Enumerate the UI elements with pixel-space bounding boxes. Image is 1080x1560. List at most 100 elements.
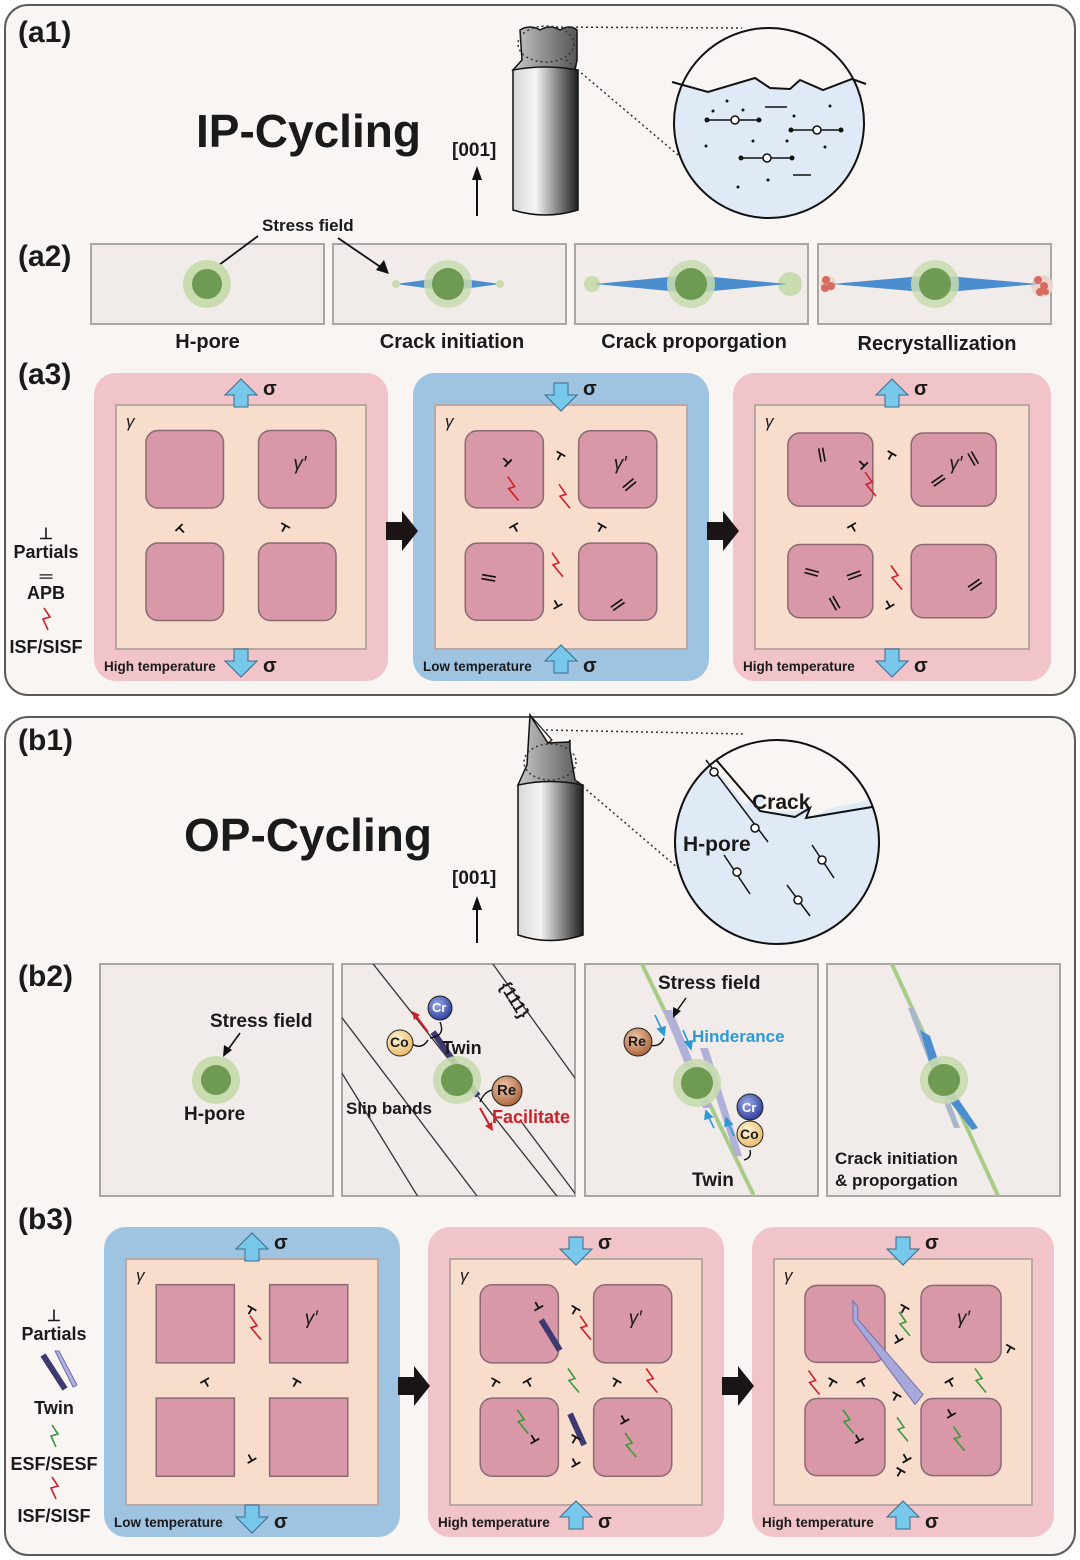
twin-legend-icon [40,1350,78,1391]
esf-icon [898,1311,911,1337]
b2-stress-field-1: Stress field [210,1011,313,1032]
partial-dislocation-icon: ⊥ [39,526,53,543]
apb-icon [817,447,826,463]
legend-isf: ISF/SISF [9,637,83,657]
zoom-circle-b [674,739,880,945]
arrow-down-icon [885,1236,921,1266]
stress-sigma-top: σ [598,1232,612,1254]
element-re-icon [623,1027,653,1057]
esf-icon [974,1367,987,1393]
gamma-prime-precipitate [479,1397,560,1478]
b2-co-label-1: Co [390,1034,409,1050]
stress-sigma-bottom: σ [914,655,928,677]
element-co-icon [736,1120,764,1148]
twin-icon [567,1412,587,1447]
defect-features [481,450,637,612]
partial-dislocation-icon [900,1303,910,1314]
gamma-prime-precipitate [787,543,874,619]
gamma-prime-precipitate [268,1397,349,1478]
partial-dislocation-icon [828,1377,838,1387]
hpore-icon [920,1056,968,1104]
label-a3: (a3) [18,358,72,391]
legend-b: ⊥ Partials Twin ESF/SESF ISF/SISF [8,1309,100,1527]
element-co-icon [386,1029,414,1057]
process-arrow-icon [722,1366,754,1406]
stress-field-arrow-icon [223,1032,241,1057]
isf-icon [41,607,52,631]
hpore-icon [433,1056,481,1104]
legend-partials: Partials [21,1324,87,1344]
apb-icon [846,570,862,581]
partial-dislocation-icon [892,1391,902,1402]
ip-specimen-illustration [472,25,867,219]
hpore-icon [183,260,231,308]
temperature-condition: Low temperature [114,1515,223,1530]
partial-dislocation-icon [846,522,857,532]
stress-sigma-top: σ [274,1232,288,1254]
zoom-label-crack: Crack [752,791,811,814]
element-re-icon [491,1075,523,1107]
gamma-prime-precipitate [804,1284,886,1364]
b2-re-label-1: Re [497,1082,517,1099]
crack-propagation-icon [584,260,802,308]
direction-label-b: [001] [452,868,497,889]
legend-a: ⊥ Partials ═ APB ISF/SISF [6,526,86,658]
arrow-up-icon [558,1500,594,1530]
arrow-down-icon [543,382,579,412]
label-b1: (b1) [18,724,73,757]
gamma-prime-precipitate [257,542,337,622]
element-cr-icon [427,995,453,1021]
b2-facilitate-label: Facilitate [492,1107,571,1127]
gamma-label: γ [445,412,455,431]
gamma-prime-precipitate [479,1283,560,1364]
gamma-prime-precipitate [268,1283,349,1364]
partial-dislocation-icon [612,1377,622,1388]
hpore-icon [192,1056,240,1104]
gamma-prime-precipitate [577,542,658,622]
caption-crack-initiation: Crack initiation [379,331,525,353]
defect-features [174,522,291,534]
temperature-condition: Low temperature [423,659,532,674]
partial-dislocation-icon [571,1458,581,1468]
caption-hpore: H-pore [175,331,240,353]
arrow-up-icon [223,378,259,408]
direction-arrow-a [472,166,482,216]
stress-field-arrow-icon [673,997,687,1018]
isf-icon [558,483,571,509]
isf-icon [49,1476,60,1500]
title-ip-cycling: IP-Cycling [196,105,421,157]
stress-sigma-top: σ [925,1232,939,1254]
partial-dislocation-icon [944,1377,954,1387]
partial-dislocation-icon [571,1304,581,1315]
isf-icon [890,565,903,591]
partial-dislocation-icon [854,1434,865,1445]
partial-dislocation-icon [280,522,291,533]
arrow-down-icon [234,1504,270,1534]
partial-dislocation-icon [556,450,566,461]
partial-dislocation-icon [247,1454,257,1464]
partial-dislocation-icon [502,457,513,468]
stress-sigma-bottom: σ [598,1511,612,1533]
partial-dislocation-icon [894,1334,904,1345]
partial-dislocation-icon [1005,1343,1016,1354]
partial-dislocation-icon [199,1377,210,1388]
specimen-cylinder-b [516,712,585,942]
stress-sigma-bottom: σ [274,1511,288,1533]
gamma-prime-precipitate [464,542,545,622]
b2-stage-graphics [192,964,1001,1196]
partial-dislocation-icon [946,1408,957,1419]
label-b2: (b2) [18,960,73,993]
partial-dislocation-icon [571,1433,581,1444]
apb-icon [610,598,626,612]
isf-icon [645,1368,658,1394]
gamma-prime-label: γ′ [957,1308,972,1329]
gamma-label: γ [460,1266,470,1285]
esf-icon [952,1426,966,1452]
arrow-up-icon [874,378,910,408]
legend-isf: ISF/SISF [17,1506,91,1526]
caption-recrystallization: Recrystallization [857,333,1017,355]
stress-field-arrow-icon [208,235,389,274]
